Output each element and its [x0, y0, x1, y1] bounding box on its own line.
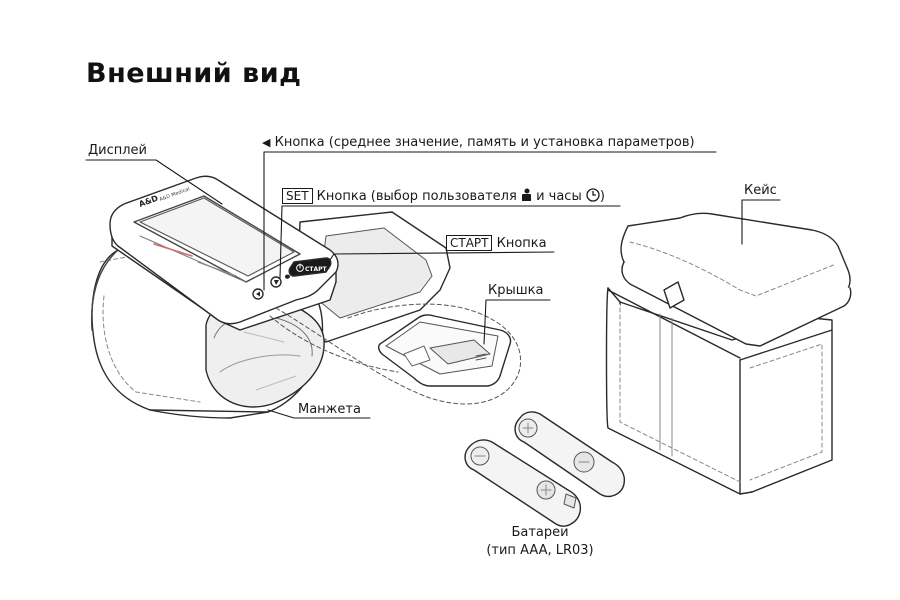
label-set-button-mid: и часы [536, 189, 582, 204]
user-icon [285, 274, 290, 279]
detail-callout [275, 303, 522, 405]
start-key-button[interactable]: СТАРТ [288, 257, 332, 277]
carry-case [605, 212, 852, 495]
page-title: Внешний вид [86, 58, 302, 89]
clock-icon [586, 188, 600, 202]
user-icon [521, 188, 531, 201]
label-display: Дисплей [88, 143, 148, 158]
label-cover: Крышка [488, 283, 544, 298]
label-set-button: SET Кнопка (выбор пользователя и часы ) [282, 188, 605, 205]
label-batteries-line1: Батареи [511, 525, 569, 540]
label-set-button-post: ) [599, 189, 605, 204]
batteries [464, 411, 626, 527]
label-cuff: Манжета [298, 402, 361, 417]
leader-lines [85, 151, 781, 419]
label-avg-button: ◀ Кнопка (среднее значение, память и уст… [262, 135, 695, 151]
label-batteries: Батареи (тип AAA, LR03) [480, 524, 600, 560]
start-key-label: СТАРТ [446, 235, 493, 251]
label-set-button-text: Кнопка (выбор пользователя [316, 189, 517, 204]
start-face-text: СТАРТ [305, 266, 328, 273]
label-start-button: СТАРТ Кнопка [446, 235, 547, 252]
set-key-label: SET [282, 188, 313, 204]
label-start-button-text: Кнопка [496, 236, 547, 251]
label-batteries-line2: (тип AAA, LR03) [486, 543, 594, 558]
monitor-body: A&D A&D Medical СТАРТ [109, 175, 339, 331]
battery-compartment [377, 314, 512, 387]
label-case: Кейс [744, 183, 777, 198]
label-avg-button-text: Кнопка (среднее значение, память и устан… [274, 135, 695, 150]
triangle-left-icon: ◀ [262, 136, 271, 149]
